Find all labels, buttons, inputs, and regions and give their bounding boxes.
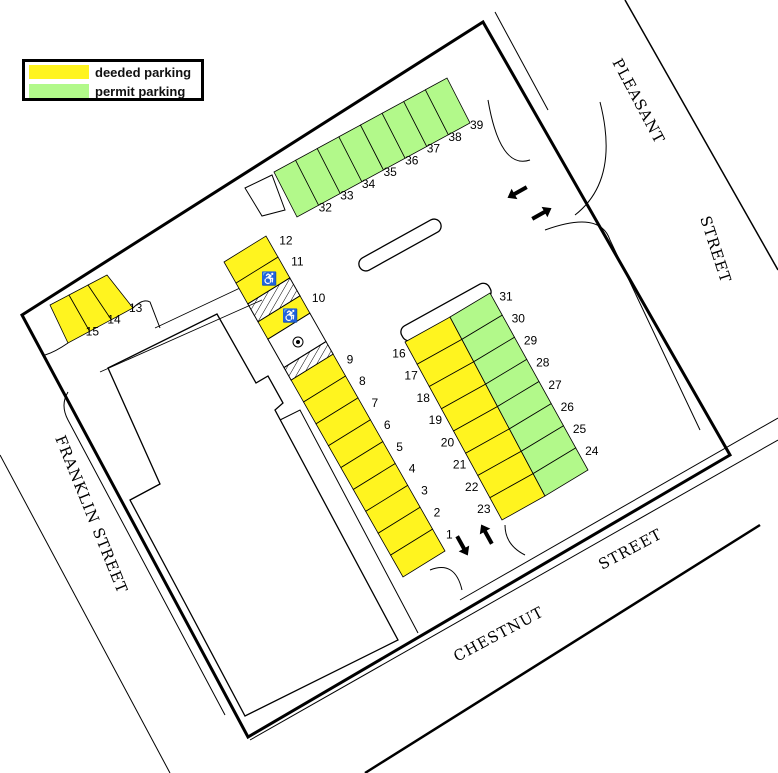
circle-marker-icon: [292, 336, 304, 348]
svg-text:CHESTNUT: CHESTNUT: [450, 603, 546, 666]
traffic-arrow-icon: [507, 185, 528, 200]
spot-number: 12: [279, 234, 293, 248]
traffic-arrow-icon: [455, 535, 470, 556]
spot-number: 34: [362, 177, 376, 191]
spot-number: 32: [319, 200, 333, 214]
spot-number: 3: [421, 484, 428, 498]
spot-number: 38: [448, 130, 462, 144]
spot-number: 22: [465, 480, 479, 494]
spot-number: 5: [396, 440, 403, 454]
svg-text:STREET: STREET: [696, 214, 735, 286]
spot-number: 33: [340, 189, 354, 203]
spot-number: 8: [359, 374, 366, 388]
spot-number: 35: [384, 165, 398, 179]
pleasant-street-label: PLEASANT STREET: [608, 55, 734, 285]
spot-number: 37: [427, 142, 441, 156]
spot-number: 30: [512, 311, 526, 325]
parking-spot-1[interactable]: [390, 528, 446, 578]
svg-text:STREET: STREET: [595, 525, 665, 574]
spot-number: 1: [446, 527, 453, 541]
legend-label: permit parking: [95, 83, 186, 99]
spot-number: 31: [499, 289, 513, 303]
legend-swatch-deeded: [29, 65, 89, 79]
spot-number: 29: [524, 334, 538, 348]
spot-number: 11: [291, 255, 304, 269]
spot-number: 20: [441, 435, 455, 449]
spot-number: 18: [417, 391, 431, 405]
spot-number: 2: [434, 505, 441, 519]
parking-spot-39[interactable]: [424, 77, 471, 136]
spot-number: 6: [384, 418, 391, 432]
spot-number: 27: [548, 378, 562, 392]
spot-number: 19: [429, 413, 443, 427]
wheelchair-icon: ♿: [261, 271, 277, 286]
spot-number: 13: [129, 301, 143, 315]
traffic-arrow-icon: [531, 206, 552, 221]
spot-number: 25: [573, 422, 587, 436]
building: [107, 313, 399, 717]
legend-label: deeded parking: [95, 64, 192, 80]
spot-number: 16: [392, 346, 406, 360]
spot-number: 28: [536, 356, 550, 370]
svg-text:PLEASANT: PLEASANT: [608, 55, 668, 147]
parking-spot-24[interactable]: [532, 447, 589, 497]
spot-number: 10: [312, 291, 326, 305]
spot-number: 17: [404, 369, 418, 383]
legend-item-deeded: deeded parking: [25, 63, 201, 81]
chestnut-street-label: CHESTNUT STREET: [450, 525, 665, 666]
spot-number: 9: [347, 352, 354, 366]
wheelchair-icon: ♿: [282, 308, 298, 323]
traffic-arrow-icon: [479, 524, 494, 545]
spot-number: 23: [477, 502, 491, 516]
lot-boundary: [20, 19, 733, 740]
legend-swatch-permit: [29, 84, 89, 98]
franklin-street-label: FRANKLIN STREET: [51, 433, 131, 597]
spot-number: 15: [86, 324, 100, 338]
spot-number: 39: [470, 118, 484, 132]
spot-number: 21: [453, 458, 467, 472]
legend: deeded parking permit parking: [22, 59, 204, 101]
spot-number: 4: [409, 462, 416, 476]
spot-number: 26: [561, 400, 575, 414]
parking-spot-13[interactable]: [87, 274, 134, 321]
spot-number: 24: [585, 444, 599, 458]
legend-item-permit: permit parking: [25, 82, 201, 100]
center-island: [358, 218, 442, 272]
spot-number: 36: [405, 153, 419, 167]
spot-number: 7: [371, 396, 378, 410]
spot-number: 14: [107, 313, 121, 327]
